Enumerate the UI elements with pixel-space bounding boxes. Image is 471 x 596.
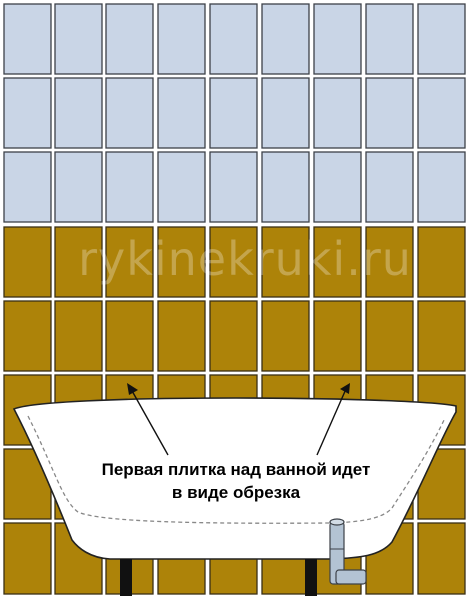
tile-dark <box>157 226 206 298</box>
tile-light <box>54 3 103 75</box>
arrow-left-head <box>127 383 138 395</box>
tile-light <box>313 77 362 149</box>
tile-light <box>417 3 466 75</box>
arrow-right-head <box>340 383 350 394</box>
bathtub-leg-right <box>305 559 317 596</box>
tile-light <box>365 151 414 223</box>
tile-light <box>417 77 466 149</box>
arrow-left <box>130 388 169 456</box>
tile-dark <box>3 226 52 298</box>
tile-dark <box>417 522 466 595</box>
tile-light <box>157 151 206 223</box>
arrow-right <box>316 388 347 456</box>
tile-light <box>54 151 103 223</box>
tile-light <box>105 77 154 149</box>
tile-light <box>54 77 103 149</box>
tile-light <box>157 77 206 149</box>
tile-light <box>209 151 258 223</box>
tile-dark <box>54 300 103 372</box>
watermark: rykinekruki.ru <box>78 232 412 286</box>
caption-line-2: в виде обрезка <box>172 483 301 502</box>
tile-dark <box>209 226 258 298</box>
tile-light <box>261 3 310 75</box>
tile-dark <box>313 226 362 298</box>
tile-light <box>105 151 154 223</box>
tile-light <box>365 3 414 75</box>
tile-dark <box>105 300 154 372</box>
tile-dark <box>261 300 310 372</box>
tile-dark <box>105 226 154 298</box>
tile-light <box>365 77 414 149</box>
tile-light <box>261 77 310 149</box>
bathtub-body <box>12 397 457 560</box>
tile-light <box>157 3 206 75</box>
tile-light <box>3 151 52 223</box>
tile-light <box>3 3 52 75</box>
tile-dark <box>365 300 414 372</box>
tile-light <box>209 3 258 75</box>
tile-light <box>105 3 154 75</box>
tile-dark <box>365 226 414 298</box>
bathtub-leg-left <box>120 559 132 596</box>
tile-light <box>417 151 466 223</box>
tile-dark <box>3 300 52 372</box>
tile-light <box>261 151 310 223</box>
tile-light <box>209 77 258 149</box>
tile-light <box>313 3 362 75</box>
tile-dark <box>209 300 258 372</box>
bathtub-inner-dashed-line <box>27 415 446 524</box>
tile-dark <box>417 300 466 372</box>
annotation-arrows <box>127 383 350 456</box>
tile-dark <box>313 300 362 372</box>
tile-light <box>313 151 362 223</box>
tile-dark <box>3 522 52 595</box>
tile-dark <box>417 226 466 298</box>
drain-pipe <box>329 518 367 585</box>
tile-dark <box>157 300 206 372</box>
bathtub <box>12 397 457 596</box>
tile-light <box>3 77 52 149</box>
tile-dark <box>54 226 103 298</box>
tile-dark <box>261 226 310 298</box>
caption-line-1: Первая плитка над ванной идет <box>102 460 371 479</box>
